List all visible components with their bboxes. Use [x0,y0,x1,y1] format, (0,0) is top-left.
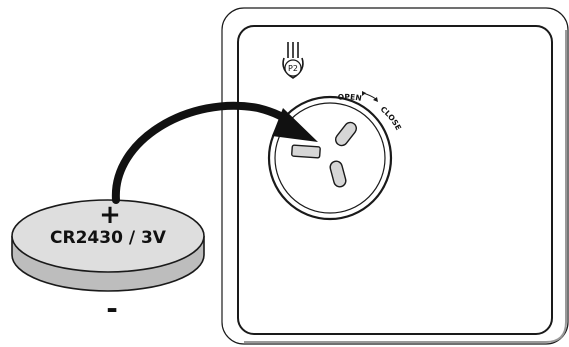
negative-terminal-label: - [106,292,118,325]
cover-slot-bottom [329,160,347,188]
curved-arrow-icon [111,101,318,204]
coin-battery: CR2430 / 3V + [11,199,205,292]
p2-tag-label: P2 [288,64,298,73]
cover-slot-right [334,121,358,147]
device-frame-shadow [244,30,567,343]
double-arrow-icon [362,91,378,102]
battery-label: CR2430 / 3V [50,228,167,248]
cover-slot-left [291,144,321,159]
p2-tag-icon: P2 [282,42,304,79]
positive-terminal-label: + [99,200,121,230]
